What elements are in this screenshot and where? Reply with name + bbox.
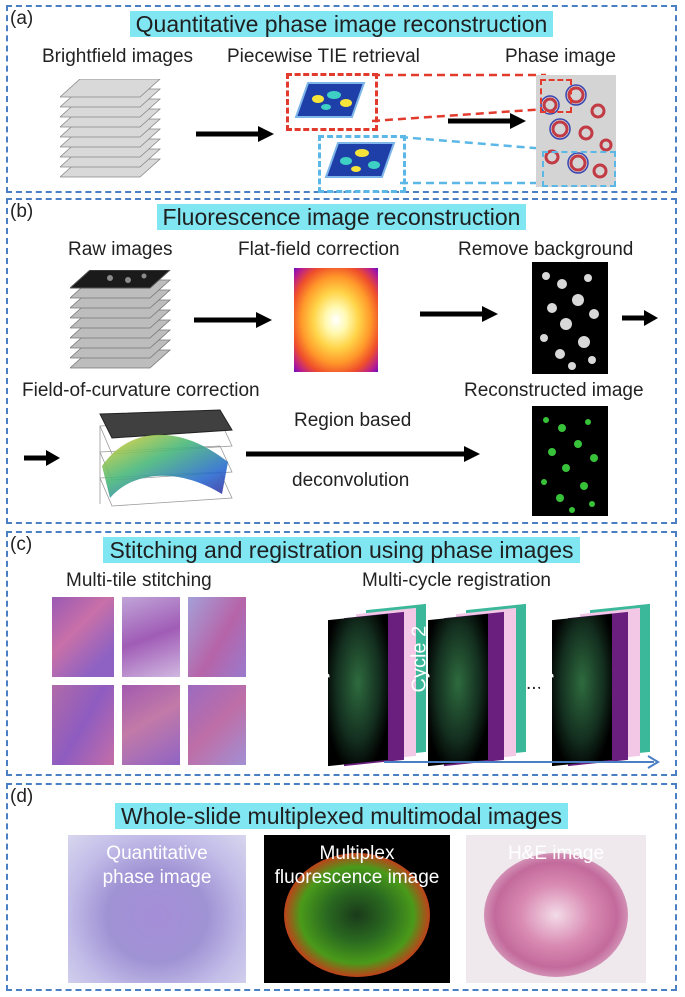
qpi-label-1: Quantitative xyxy=(106,843,208,864)
panel-c: (c) Stitching and registration using pha… xyxy=(6,531,677,776)
cycle-stack-2: Cycle 2 xyxy=(409,603,536,767)
qpi-whole-slide: Quantitative phase image xyxy=(68,835,246,983)
cycle-1-label: Cycle 1 xyxy=(308,625,331,693)
panel-a-title: Quantitative phase image reconstruction xyxy=(8,11,675,38)
fluorescence-whole-slide: Multiplex fluorescence image xyxy=(264,835,450,983)
he-whole-slide: H&E image xyxy=(466,835,646,983)
background-label: Remove background xyxy=(458,239,634,260)
phase-label: Phase image xyxy=(505,46,616,67)
tile xyxy=(122,685,180,765)
reconstructed-image xyxy=(532,406,608,516)
tie-tile-top xyxy=(294,82,366,118)
arrow-b3 xyxy=(622,310,658,326)
panel-c-label: (c) xyxy=(10,534,33,555)
tile xyxy=(52,597,114,677)
reconstructed-label: Reconstructed image xyxy=(464,380,644,401)
cycle-layer-image xyxy=(328,613,388,767)
phase-blue-box xyxy=(542,151,616,187)
panel-c-title: Stitching and registration using phase i… xyxy=(8,537,675,564)
arrow-b1 xyxy=(194,312,272,328)
fluorescence-label-2: fluorescence image xyxy=(274,867,440,888)
curvature-label: Field-of-curvature correction xyxy=(22,380,260,401)
he-label: H&E image xyxy=(507,843,605,864)
panel-d-title: Whole-slide multiplexed multimodal image… xyxy=(8,803,675,830)
tile xyxy=(122,597,180,677)
arrow-b5 xyxy=(246,446,480,462)
cycle-n-label: Cycle n xyxy=(532,625,555,693)
brightfield-label: Brightfield images xyxy=(42,46,194,67)
tile xyxy=(188,597,246,677)
fluorescence-tissue xyxy=(284,853,430,977)
panel-d-label: (d) xyxy=(10,786,34,807)
brightfield-stack xyxy=(60,79,162,178)
phase-red-box xyxy=(540,79,572,113)
panel-a-title-text: Quantitative phase image reconstruction xyxy=(129,11,554,37)
arrow-a1 xyxy=(196,126,274,142)
tie-connectors xyxy=(371,73,547,185)
background-removed-image xyxy=(532,262,608,374)
stitching-label: Multi-tile stitching xyxy=(66,570,212,591)
flatfield-label: Flat-field correction xyxy=(238,239,400,260)
panel-b-title-text: Fluorescence image reconstruction xyxy=(156,204,527,230)
arrow-label-top: Region based xyxy=(294,410,412,431)
tile xyxy=(52,685,114,765)
curvature-surface-plot xyxy=(99,409,233,507)
panel-a-label: (a) xyxy=(10,8,34,29)
panel-d: (d) Whole-slide multiplexed multimodal i… xyxy=(6,783,677,991)
tie-label: Piecewise TIE retrieval xyxy=(227,46,420,67)
qpi-label-2: phase image xyxy=(102,867,212,888)
flatfield-image xyxy=(294,268,378,372)
phase-image xyxy=(536,75,616,187)
panel-b-label: (b) xyxy=(10,201,34,222)
tie-tile-bottom xyxy=(324,142,396,178)
panel-d-title-text: Whole-slide multiplexed multimodal image… xyxy=(114,803,568,829)
arrow-a2 xyxy=(448,113,526,129)
tile xyxy=(188,685,246,765)
raw-label: Raw images xyxy=(68,239,173,260)
cycle-2-label: Cycle 2 xyxy=(408,625,431,693)
cycle-timeline-arrow xyxy=(384,755,660,769)
he-tissue xyxy=(484,853,628,977)
panel-b: (b) Fluorescence image reconstruction Ra… xyxy=(6,198,677,524)
arrow-b4 xyxy=(24,450,60,466)
arrow-label-bottom: deconvolution xyxy=(292,470,410,491)
tie-red-box xyxy=(286,73,378,131)
panel-b-title: Fluorescence image reconstruction xyxy=(8,204,675,231)
panel-c-title-text: Stitching and registration using phase i… xyxy=(103,537,580,563)
fluorescence-label-1: Multiplex xyxy=(319,843,395,864)
raw-stack xyxy=(70,270,172,369)
panel-a: (a) Quantitative phase image reconstruct… xyxy=(6,5,677,193)
cycle-layer-image xyxy=(428,613,488,767)
registration-label: Multi-cycle registration xyxy=(362,570,551,591)
cycle-ellipsis: ... xyxy=(526,673,542,694)
tie-blue-box xyxy=(318,135,406,193)
arrow-b2 xyxy=(420,306,498,322)
stitching-tiles xyxy=(52,597,252,767)
cycle-layer-image xyxy=(552,613,612,767)
cycle-stack-n: Cycle n xyxy=(533,603,660,767)
